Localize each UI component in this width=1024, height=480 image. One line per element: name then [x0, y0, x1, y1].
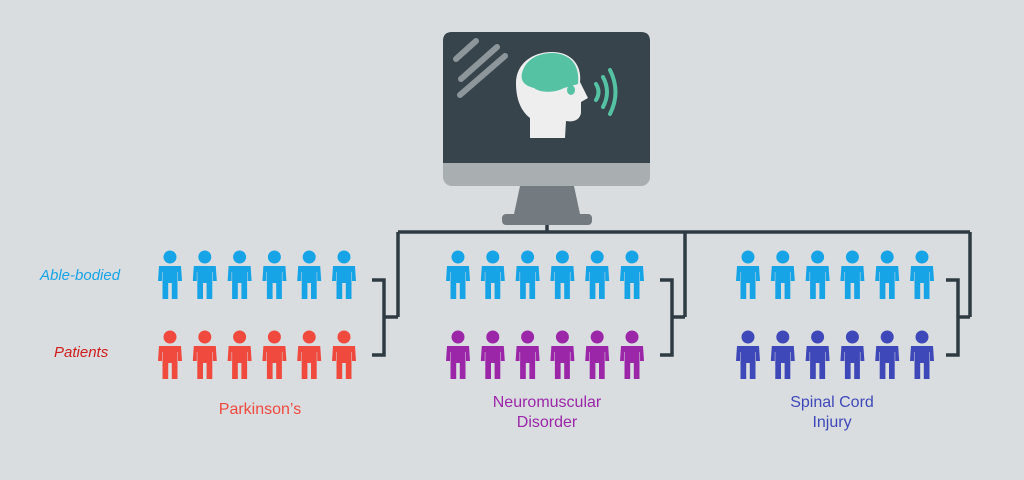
patient-person-icon	[585, 330, 610, 379]
group-label-line1: Parkinson’s	[218, 401, 302, 418]
group-label-line2: Disorder	[516, 414, 578, 431]
patient-person-icon	[875, 330, 900, 379]
computer-monitor-icon	[443, 32, 650, 225]
patient-person-icon	[550, 330, 575, 379]
able-bodied-person-icon	[227, 250, 252, 299]
bracket-group-1	[372, 278, 386, 357]
wireless-signal-icon	[594, 68, 618, 116]
able-bodied-person-icon	[736, 250, 760, 299]
people-grid	[158, 250, 934, 379]
bracket-group-3	[946, 278, 960, 357]
patient-person-icon	[805, 330, 830, 379]
patient-person-icon	[480, 330, 505, 379]
head-brain-icon	[516, 52, 588, 138]
patient-person-icon	[620, 330, 644, 379]
monitor-neck	[514, 186, 580, 214]
able-bodied-person-icon	[446, 250, 470, 299]
group-label-parkinsons: Parkinson’s	[150, 400, 370, 420]
able-bodied-person-icon	[550, 250, 575, 299]
row-label-able-bodied: Able-bodied	[40, 267, 121, 284]
patient-person-icon	[910, 330, 934, 379]
patient-person-icon	[262, 330, 287, 379]
screen-glare-lines	[453, 38, 508, 98]
group-label-line1: Spinal Cord	[790, 394, 874, 411]
patient-person-icon	[332, 330, 356, 379]
patient-person-icon	[840, 330, 865, 379]
group-label-neuromuscular: Neuromuscular Disorder	[437, 393, 657, 433]
able-bodied-person-icon	[875, 250, 900, 299]
connector-lines	[372, 225, 972, 357]
patient-person-icon	[297, 330, 322, 379]
able-bodied-person-icon	[840, 250, 865, 299]
patient-person-icon	[227, 330, 252, 379]
patient-person-icon	[158, 330, 182, 379]
bracket-group-2	[660, 278, 674, 357]
group-label-line1: Neuromuscular	[492, 394, 602, 411]
able-bodied-person-icon	[515, 250, 540, 299]
able-bodied-person-icon	[192, 250, 217, 299]
able-bodied-person-icon	[770, 250, 795, 299]
able-bodied-person-icon	[910, 250, 934, 299]
monitor-stand	[502, 214, 592, 225]
group-label-spinal-cord: Spinal Cord Injury	[722, 393, 942, 433]
patient-person-icon	[736, 330, 760, 379]
able-bodied-person-icon	[480, 250, 505, 299]
able-bodied-person-icon	[805, 250, 830, 299]
able-bodied-person-icon	[262, 250, 287, 299]
group-label-line2: Injury	[812, 414, 852, 431]
patient-person-icon	[446, 330, 470, 379]
patient-person-icon	[770, 330, 795, 379]
able-bodied-person-icon	[585, 250, 610, 299]
able-bodied-person-icon	[158, 250, 182, 299]
row-label-patients: Patients	[54, 344, 109, 361]
patient-person-icon	[192, 330, 217, 379]
able-bodied-person-icon	[297, 250, 322, 299]
able-bodied-person-icon	[332, 250, 356, 299]
patient-person-icon	[515, 330, 540, 379]
able-bodied-person-icon	[620, 250, 644, 299]
